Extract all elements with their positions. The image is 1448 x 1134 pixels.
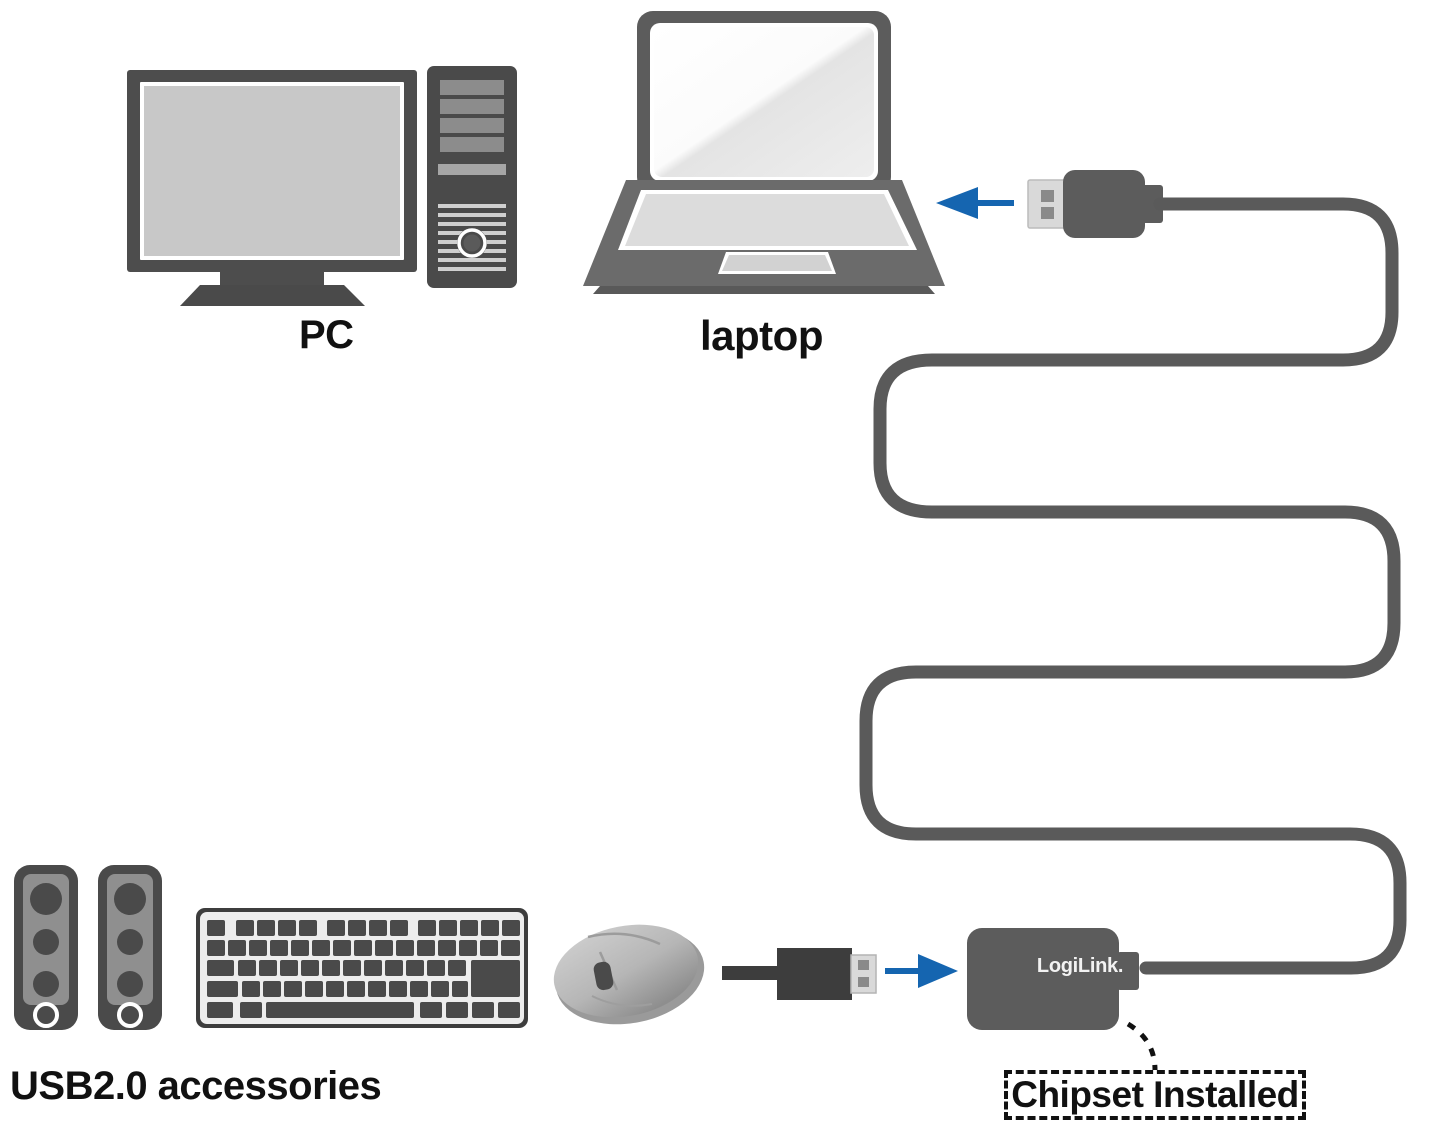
speakers-icon bbox=[14, 865, 162, 1030]
chipset-installed-label: Chipset Installed bbox=[1011, 1074, 1299, 1115]
label-laptop: laptop bbox=[700, 312, 823, 359]
tower-power-button-ring bbox=[457, 228, 487, 258]
speaker-driver-mid bbox=[33, 929, 59, 955]
mouse-bottom-edge bbox=[591, 995, 653, 1007]
tower-panel-strip bbox=[438, 164, 506, 175]
label-pc: PC bbox=[299, 313, 354, 357]
usb-plug-lead-cable bbox=[722, 966, 780, 980]
mouse-scroll-wheel bbox=[593, 961, 614, 991]
speaker-left bbox=[14, 865, 78, 1030]
mouse-icon bbox=[553, 924, 705, 1025]
usb-plug-body bbox=[777, 948, 852, 1000]
usb-cable bbox=[859, 197, 1407, 975]
speaker-driver-large bbox=[30, 883, 62, 915]
speaker-knob bbox=[40, 1009, 52, 1021]
speaker-driver-large bbox=[114, 883, 146, 915]
mouse-body bbox=[553, 924, 699, 1018]
speaker-driver-mid bbox=[33, 971, 59, 997]
tower-power-button bbox=[463, 234, 481, 252]
speaker-driver-mid bbox=[117, 929, 143, 955]
keyboard-icon bbox=[196, 908, 528, 1028]
laptop-screen bbox=[654, 27, 874, 177]
laptop-base-front-edge bbox=[593, 286, 935, 294]
speaker-driver-mid bbox=[117, 971, 143, 997]
usb-plug-contact bbox=[1041, 190, 1054, 202]
tower-drive-bay bbox=[440, 99, 504, 114]
desktop-computer-icon bbox=[127, 66, 517, 306]
arrow-head bbox=[918, 954, 958, 988]
usb-plug-contact bbox=[858, 960, 869, 970]
label-usb-accessories: USB2.0 accessories bbox=[10, 1064, 382, 1108]
arrow-left-to-laptop bbox=[936, 187, 1014, 219]
tower-drive-bay bbox=[440, 118, 504, 133]
laptop-keyboard-area bbox=[625, 194, 909, 246]
arrow-right-to-hub bbox=[885, 954, 958, 988]
usb-hub-icon bbox=[967, 928, 1139, 1030]
arrow-head bbox=[936, 187, 978, 219]
arrow-shaft bbox=[885, 968, 918, 974]
usb-plug-contact bbox=[858, 977, 869, 987]
monitor-stand-neck bbox=[220, 272, 324, 285]
usb-plug-body bbox=[1063, 170, 1145, 238]
usb-a-plug-bottom bbox=[722, 948, 877, 1000]
hub-body bbox=[967, 928, 1119, 1030]
chipset-installed-callout: Chipset Installed bbox=[1004, 1070, 1306, 1120]
laptop-icon bbox=[583, 11, 945, 294]
speaker-knob-ring bbox=[117, 1002, 143, 1028]
usb-plug-contact bbox=[1041, 207, 1054, 219]
tower-drive-bay bbox=[440, 137, 504, 152]
mouse-button-split-top bbox=[587, 932, 661, 946]
speaker-knob bbox=[124, 1009, 136, 1021]
hub-cable-exit bbox=[1117, 952, 1139, 990]
speaker-knob-ring bbox=[33, 1002, 59, 1028]
usb-plug-strain-relief bbox=[1141, 185, 1163, 223]
keyboard-keys bbox=[207, 920, 520, 1018]
laptop-trackpad bbox=[722, 255, 832, 271]
speaker-right bbox=[98, 865, 162, 1030]
chipset-leader-line bbox=[1126, 1021, 1158, 1071]
monitor-screen bbox=[144, 86, 400, 256]
hub-brand-label: LogiLink. bbox=[1036, 955, 1124, 977]
usb-plug-metal-shell bbox=[1027, 179, 1067, 229]
arrow-shaft bbox=[978, 200, 1014, 206]
usb-a-plug-top bbox=[1027, 170, 1163, 238]
monitor-stand-base bbox=[180, 285, 365, 306]
tower-drive-bay bbox=[440, 80, 504, 95]
